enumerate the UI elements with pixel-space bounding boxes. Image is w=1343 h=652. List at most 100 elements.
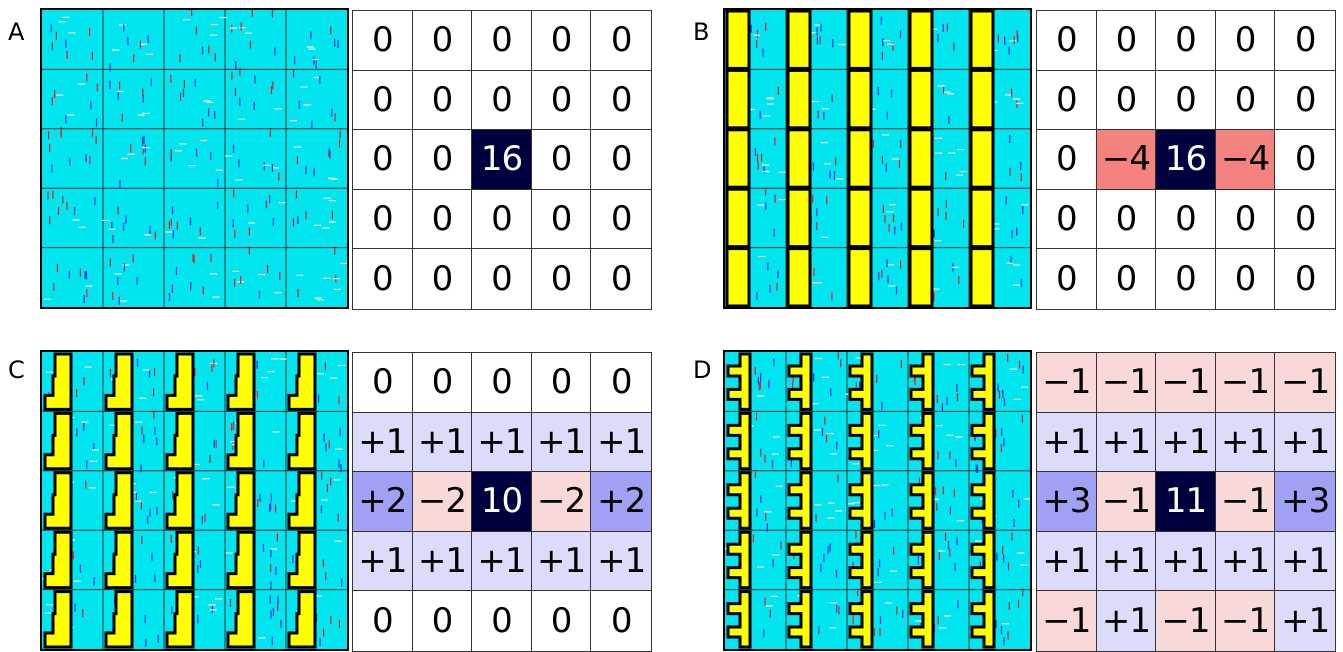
lattice-bar — [849, 70, 871, 127]
matrix-cell: +1 — [353, 532, 413, 592]
lattice-bar — [788, 11, 810, 68]
matrix-cell: +1 — [1275, 413, 1335, 473]
matrix-cell: +1 — [532, 413, 592, 473]
matrix-cell: −1 — [1275, 353, 1335, 413]
lattice-bar — [788, 130, 810, 187]
lattice-bar — [910, 189, 932, 246]
matrix-cell: 0 — [353, 591, 413, 651]
matrix-cell: +1 — [1037, 532, 1097, 592]
lattice-bar — [788, 189, 810, 246]
matrix-cell: 0 — [591, 71, 651, 131]
panel-c-lattice — [40, 350, 349, 651]
panel-a-lattice — [40, 8, 349, 309]
lattice-bar — [910, 70, 932, 127]
lattice-bar — [727, 189, 749, 246]
matrix-cell: +1 — [472, 413, 532, 473]
matrix-cell: 0 — [1216, 71, 1276, 131]
lattice-bar — [971, 130, 993, 187]
matrix-cell: 0 — [591, 353, 651, 413]
matrix-cell: 0 — [532, 11, 592, 71]
lattice-bar — [788, 249, 810, 306]
matrix-cell: −2 — [532, 472, 592, 532]
lattice-bar — [910, 130, 932, 187]
lattice-bar — [727, 249, 749, 306]
matrix-cell: −1 — [1037, 591, 1097, 651]
matrix-cell: 11 — [1156, 472, 1216, 532]
matrix-cell: 0 — [532, 71, 592, 131]
matrix-cell: 0 — [413, 11, 473, 71]
matrix-cell: 0 — [1097, 190, 1157, 250]
matrix-cell: −1 — [1156, 591, 1216, 651]
matrix-cell: −1 — [1216, 591, 1276, 651]
matrix-cell: 0 — [472, 11, 532, 71]
lattice-bar — [971, 189, 993, 246]
matrix-cell: 10 — [472, 472, 532, 532]
matrix-cell: 0 — [1156, 71, 1216, 131]
matrix-cell: +1 — [532, 532, 592, 592]
matrix-cell: −4 — [1097, 130, 1157, 190]
lattice-svg — [725, 352, 1030, 649]
matrix-cell: 0 — [353, 11, 413, 71]
matrix-cell: +1 — [1156, 413, 1216, 473]
matrix-cell: 0 — [591, 591, 651, 651]
matrix-cell: +1 — [1156, 532, 1216, 592]
panel-a-label: A — [8, 20, 24, 44]
matrix-cell: +1 — [1216, 413, 1276, 473]
panel-a-matrix: 00000000000016000000000000 — [352, 10, 652, 310]
matrix-cell: +1 — [1216, 532, 1276, 592]
matrix-cell: 0 — [413, 591, 473, 651]
matrix-cell: +1 — [1037, 413, 1097, 473]
matrix-cell: 0 — [1097, 11, 1157, 71]
matrix-cell: +1 — [591, 532, 651, 592]
matrix-cell: 16 — [472, 130, 532, 190]
lattice-svg — [42, 352, 347, 649]
panel-b-label: B — [693, 20, 709, 44]
matrix-cell: +1 — [353, 413, 413, 473]
matrix-cell: 0 — [532, 591, 592, 651]
lattice-bar — [727, 11, 749, 68]
panel-b-lattice — [723, 8, 1032, 309]
lattice-bar — [971, 11, 993, 68]
matrix-cell: −1 — [1216, 472, 1276, 532]
matrix-cell: 0 — [1216, 11, 1276, 71]
matrix-cell: 0 — [472, 71, 532, 131]
matrix-cell: −1 — [1037, 353, 1097, 413]
matrix-cell: 0 — [1037, 190, 1097, 250]
matrix-cell: 0 — [591, 190, 651, 250]
matrix-cell: 0 — [413, 190, 473, 250]
lattice-bar — [849, 249, 871, 306]
panel-d-label: D — [693, 358, 711, 382]
matrix-cell: −1 — [1216, 353, 1276, 413]
matrix-cell: 0 — [1216, 190, 1276, 250]
matrix-cell: +2 — [591, 472, 651, 532]
matrix-cell: 0 — [413, 249, 473, 309]
matrix-cell: 0 — [1275, 130, 1335, 190]
matrix-cell: 0 — [353, 130, 413, 190]
matrix-cell: 0 — [472, 190, 532, 250]
matrix-cell: +1 — [1097, 532, 1157, 592]
panel-d-lattice — [723, 350, 1032, 651]
matrix-cell: 0 — [353, 71, 413, 131]
matrix-cell: 0 — [472, 249, 532, 309]
matrix-cell: 0 — [1275, 249, 1335, 309]
matrix-cell: +1 — [472, 532, 532, 592]
matrix-cell: 0 — [353, 190, 413, 250]
matrix-cell: +1 — [413, 413, 473, 473]
matrix-cell: −1 — [1097, 472, 1157, 532]
lattice-bar — [971, 70, 993, 127]
matrix-cell: 0 — [532, 190, 592, 250]
matrix-cell: 0 — [353, 249, 413, 309]
matrix-cell: +1 — [591, 413, 651, 473]
lattice-bar — [910, 11, 932, 68]
matrix-cell: 0 — [1275, 11, 1335, 71]
lattice-bar — [849, 11, 871, 68]
matrix-cell: +3 — [1037, 472, 1097, 532]
lattice-bar — [727, 70, 749, 127]
matrix-cell: +1 — [413, 532, 473, 592]
matrix-cell: 0 — [472, 591, 532, 651]
matrix-cell: 0 — [1275, 71, 1335, 131]
matrix-cell: 0 — [1037, 130, 1097, 190]
lattice-bar — [849, 189, 871, 246]
matrix-cell: 0 — [591, 11, 651, 71]
